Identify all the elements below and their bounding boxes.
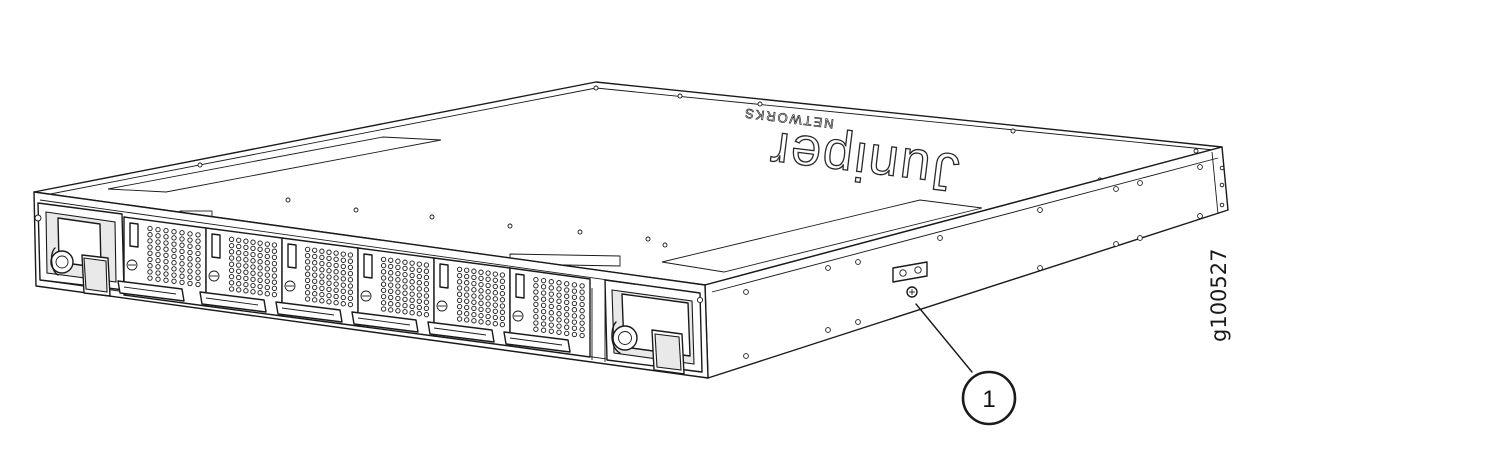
fan-module — [351, 247, 435, 337]
fan-grille — [380, 256, 430, 318]
callout-1-leader — [915, 303, 973, 373]
fan-module — [117, 216, 207, 307]
callout-1-circle — [961, 370, 1017, 426]
fan-grille — [304, 246, 354, 308]
power-supply-right — [591, 279, 704, 375]
figure-id-label: g100527 — [1207, 249, 1231, 343]
fan-grille — [147, 225, 201, 288]
callout-1-number: 1 — [982, 386, 995, 413]
grounding-point — [892, 261, 928, 298]
fan-module — [503, 267, 591, 358]
callout-1: 1 — [915, 303, 1017, 426]
fan-module — [199, 227, 283, 317]
top-panel-screws — [197, 85, 1199, 248]
fan-module — [275, 237, 359, 327]
fan-grille — [533, 276, 585, 339]
power-supply-left — [34, 202, 125, 297]
fan-modules — [117, 216, 591, 358]
fan-grille — [456, 266, 506, 328]
fan-grille — [228, 236, 278, 298]
fan-module — [427, 257, 511, 347]
